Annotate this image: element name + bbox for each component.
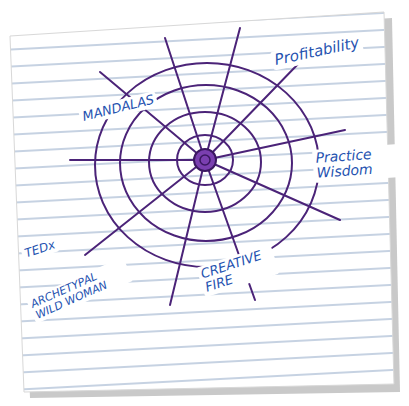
lined-paper: [10, 12, 394, 392]
web-center: [194, 149, 216, 171]
web-label: Practice Wisdom: [312, 144, 400, 183]
